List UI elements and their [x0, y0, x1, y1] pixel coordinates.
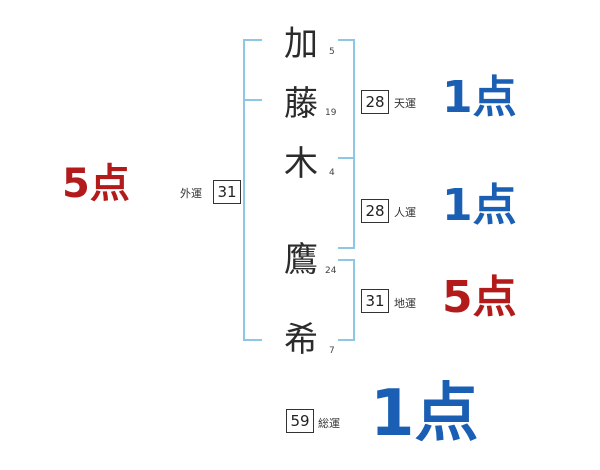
name-char-1: 加 — [284, 24, 318, 64]
jinun-label: 人運 — [394, 206, 416, 219]
chiun-label: 地運 — [394, 297, 416, 310]
gaiun-score: 5点 — [62, 161, 130, 207]
jinun-value: 28 — [361, 199, 389, 223]
stroke-count-3: 4 — [329, 168, 335, 178]
tenun-score: 1点 — [442, 72, 517, 123]
chiun-score: 5点 — [442, 272, 517, 323]
stroke-count-1: 5 — [329, 47, 335, 57]
tenun-value: 28 — [361, 90, 389, 114]
gaiun-value: 31 — [213, 180, 241, 204]
jinun-score: 1点 — [442, 180, 517, 231]
souun-score: 1点 — [370, 377, 479, 451]
name-char-5: 希 — [284, 320, 318, 360]
name-char-3: 木 — [284, 144, 318, 184]
stroke-count-2: 19 — [325, 108, 337, 118]
outer-bracket — [243, 39, 262, 341]
chiun-value: 31 — [361, 289, 389, 313]
chi-bracket — [338, 259, 355, 341]
name-char-2: 藤 — [284, 84, 318, 124]
souun-label: 総運 — [318, 417, 340, 430]
tenun-label: 天運 — [394, 97, 416, 110]
stroke-count-4: 24 — [325, 266, 337, 276]
jin-bracket — [338, 157, 355, 249]
gaiun-label: 外運 — [180, 187, 202, 200]
ten-bracket — [338, 39, 355, 159]
souun-value: 59 — [286, 409, 314, 433]
name-char-4: 鷹 — [284, 240, 318, 280]
stroke-count-5: 7 — [329, 346, 335, 356]
